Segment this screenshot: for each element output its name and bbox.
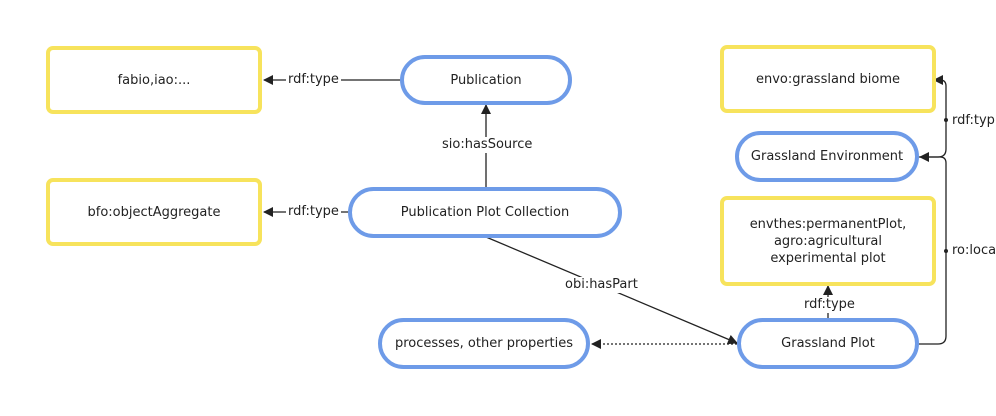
node-envo-grassland-biome[interactable]: envo:grassland biome [720,45,936,113]
node-bfo-label: bfo:objectAggregate [87,204,221,220]
node-processes-label: processes, other properties [394,336,574,351]
node-grassland-environment[interactable]: Grassland Environment [735,131,919,182]
edge-label-located: ro:loca [950,243,996,259]
node-publication-label: Publication [450,72,522,88]
node-grassland-plot[interactable]: Grassland Plot [737,318,919,369]
edge-label-environment-type: rdf:typ [950,113,996,129]
edge-label-publication-type: rdf:type [286,72,341,88]
node-publication-plot-collection[interactable]: Publication Plot Collection [348,187,622,238]
edge-label-plot-type: rdf:type [802,297,857,313]
edge-label-has-part: obi:hasPart [563,277,640,293]
edge-label-has-source: sio:hasSource [440,137,535,153]
edge-label-collection-type: rdf:type [286,204,341,220]
edge-located-dot [944,249,948,253]
edge-environment-type-dot [944,118,948,122]
node-fabio-iao[interactable]: fabio,iao:... [46,46,262,114]
node-processes-other-properties[interactable]: processes, other properties [378,318,590,369]
node-publication[interactable]: Publication [400,55,572,105]
node-collection-label: Publication Plot Collection [400,205,570,220]
node-fabio-label: fabio,iao:... [117,72,191,88]
node-envo-label: envo:grassland biome [755,71,901,87]
edge-environment-type [918,75,947,158]
node-environment-label: Grassland Environment [750,149,904,164]
node-plot-label: Grassland Plot [781,336,875,351]
node-envthes-label: envthes:permanentPlot, agro:agricultural… [749,216,907,266]
node-bfo-object-aggregate[interactable]: bfo:objectAggregate [46,178,262,246]
node-envthes-permanent-plot[interactable]: envthes:permanentPlot, agro:agricultural… [720,196,936,286]
